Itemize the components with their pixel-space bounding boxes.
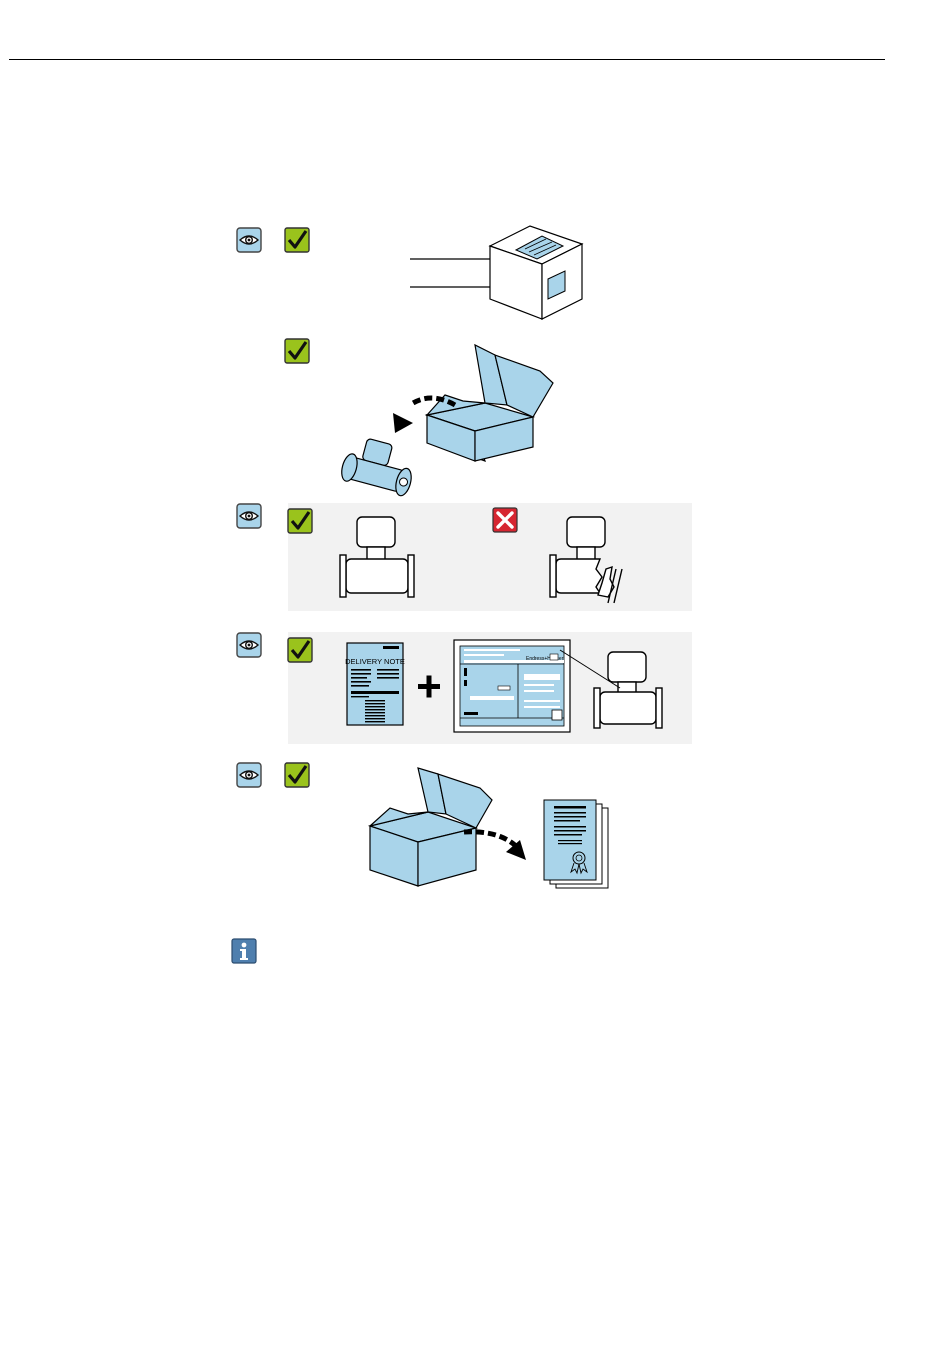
header-rule bbox=[9, 59, 885, 60]
packaging-label-illustration bbox=[410, 224, 610, 324]
check-icon bbox=[284, 338, 310, 364]
eye-icon bbox=[236, 503, 262, 529]
eye-icon bbox=[236, 227, 262, 253]
check-icon bbox=[284, 227, 310, 253]
delivery-note-title: DELIVERY NOTE bbox=[345, 657, 405, 666]
check-icon bbox=[287, 508, 313, 534]
cross-icon bbox=[492, 507, 518, 533]
documentation-illustration bbox=[368, 766, 618, 896]
check-icon bbox=[287, 637, 313, 663]
damage-check-panel bbox=[288, 503, 692, 611]
eye-icon bbox=[236, 632, 262, 658]
documents-check-panel: DELIVERY NOTE bbox=[288, 632, 692, 744]
eye-icon bbox=[236, 762, 262, 788]
info-icon bbox=[231, 938, 257, 964]
check-icon bbox=[284, 762, 310, 788]
unpacking-illustration bbox=[335, 343, 560, 493]
